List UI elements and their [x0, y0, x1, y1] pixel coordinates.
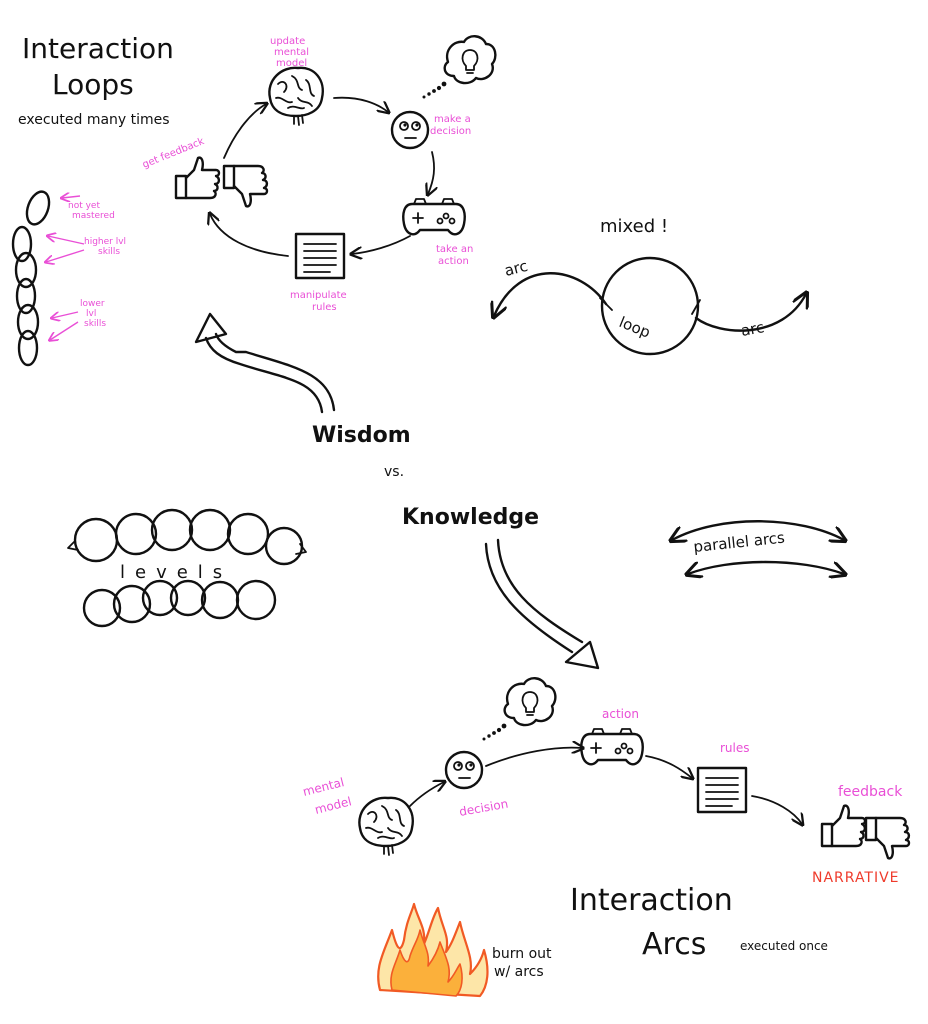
wisdom-label: Wisdom [312, 423, 411, 448]
loop-arrow-update-decision [333, 96, 388, 112]
arcs-face-icon [444, 750, 484, 790]
fire-icon [377, 902, 489, 998]
chain-label-higher: higher lvl [84, 237, 126, 247]
loops-title-line1: Interaction [22, 32, 174, 65]
label-make-a: make a [434, 114, 471, 125]
thumbs-down-icon [222, 164, 269, 208]
arcs-label-feedback: feedback [838, 784, 903, 800]
arcs-thumbs-down-icon [864, 816, 911, 860]
mixed-arc-right-label: arc [740, 318, 766, 340]
parallel-arcs-section: parallel arcs [672, 520, 844, 574]
chain-links-icon [11, 190, 51, 367]
loop-arrow-action-rules [352, 235, 411, 254]
arcs-subtitle: executed once [740, 939, 828, 953]
levels-section: levels [67, 508, 307, 628]
arcs-label-model: model [313, 794, 353, 817]
interaction-loops-section: Interaction Loops executed many times up… [18, 32, 497, 313]
loops-title-line2: Loops [52, 68, 134, 101]
label-model: model [276, 58, 307, 69]
chain-label-lower: lower [80, 299, 105, 309]
thought-lightbulb-icon [421, 35, 497, 100]
arcs-title-line2: Arcs [642, 927, 706, 962]
skill-chain: not yet mastered higher lvl skills lower… [11, 190, 126, 367]
mixed-arc-left-label: arc [503, 257, 530, 280]
chain-label-mastered: mastered [72, 211, 115, 221]
arcs-label-action: action [602, 707, 639, 721]
parallel-arcs-label: parallel arcs [693, 528, 786, 556]
parallel-arc-bottom [688, 560, 844, 574]
loops-subtitle: executed many times [18, 112, 170, 128]
levels-label: levels [120, 562, 232, 583]
chain-label-skills: skills [98, 247, 120, 257]
knowledge-arrow-head [564, 640, 600, 670]
narrative-label: NARRATIVE [812, 870, 900, 886]
knowledge-label: Knowledge [402, 505, 539, 530]
label-rules: rules [312, 302, 337, 313]
brain-icon [268, 66, 324, 127]
arcs-brain-icon [358, 796, 414, 857]
arcs-label-rules: rules [720, 741, 750, 755]
arcs-gamepad-icon [580, 727, 644, 766]
mixed-loop-circle [600, 256, 700, 356]
gamepad-icon [402, 197, 466, 236]
mixed-section: mixed ! arc loop arc [494, 216, 806, 356]
levels-row-top [73, 508, 304, 566]
label-take-an: take an [436, 244, 473, 255]
vs-label: vs. [384, 464, 404, 480]
mixed-title: mixed ! [600, 216, 668, 237]
mixed-loop-label: loop [617, 313, 653, 342]
label-action: action [438, 256, 469, 267]
knowledge-arrow-shaft-a [484, 542, 574, 654]
center-section: Wisdom vs. Knowledge [194, 312, 600, 670]
loop-arrow-feedback-update [223, 104, 266, 159]
chain-label-not-yet: not yet [68, 201, 100, 211]
levels-row-bottom [82, 579, 277, 628]
chain-label-lvl: lvl [86, 309, 96, 319]
interaction-arcs-section: mental model decision action rules feedb… [301, 677, 911, 998]
burnout-line2: w/ arcs [494, 964, 544, 980]
mixed-arc-left [494, 272, 608, 316]
chain-label-low-skills: skills [84, 319, 106, 329]
arcs-thought-lightbulb-icon [481, 677, 557, 742]
arcs-rules-document-icon [696, 766, 748, 814]
burnout-line1: burn out [492, 946, 552, 962]
thumbs-up-icon [174, 156, 221, 200]
mixed-arc-right [694, 294, 806, 332]
knowledge-arrow-shaft-b [496, 538, 584, 644]
label-mental: mental [274, 47, 309, 58]
label-manipulate: manipulate [290, 290, 347, 301]
label-decision: decision [430, 126, 471, 137]
wisdom-arrow-shaft-a [214, 332, 336, 412]
parallel-arc-top [672, 520, 844, 540]
wisdom-arrow-head [194, 312, 228, 344]
arcs-label-mental: mental [301, 775, 345, 799]
face-icon [390, 110, 430, 150]
label-update: update [270, 36, 305, 47]
loop-arrow-decision-action [428, 151, 434, 194]
rules-document-icon [294, 232, 346, 280]
loop-arrow-rules-feedback [210, 214, 289, 257]
arcs-title-line1: Interaction [570, 883, 733, 918]
wisdom-arrow-shaft-b [204, 336, 324, 414]
arcs-label-decision: decision [458, 797, 509, 819]
arcs-thumbs-up-icon [820, 804, 867, 848]
